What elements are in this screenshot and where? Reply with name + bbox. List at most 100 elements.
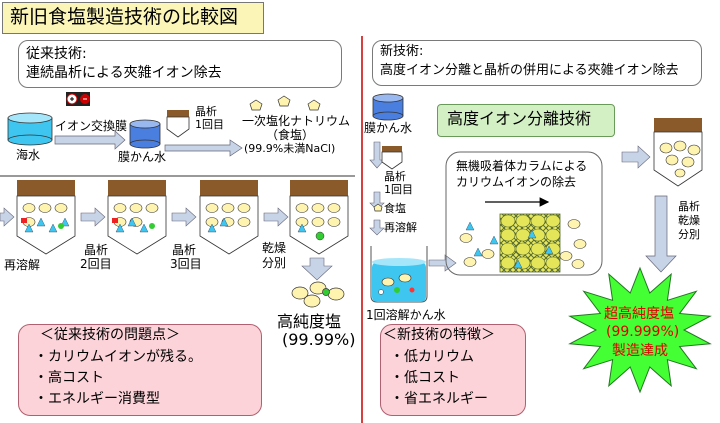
arrow-down-1	[369, 141, 385, 169]
adsorbent-bead	[530, 242, 546, 256]
arrow-down-to-result	[301, 257, 333, 281]
crystallizer-old-2	[107, 180, 167, 255]
old-tech-header	[18, 40, 342, 88]
brine-tank-old	[129, 119, 161, 149]
label-redissolve-old: 再溶解	[4, 258, 41, 272]
arrow-beaker-to-column	[428, 254, 457, 272]
high-purity-salt-crystals	[291, 281, 345, 308]
adsorbent-bead	[545, 228, 561, 242]
new-header-line2: 高度イオン分離と晶析の併用による夾雑イオン除去	[380, 63, 679, 78]
redissolved-beaker	[370, 246, 428, 303]
tech-label: 高度イオン分離技術	[447, 109, 592, 128]
ion-marker	[513, 259, 523, 269]
arrow-seawater-to-brine	[54, 130, 126, 150]
arrow-crystallizer-to-salt	[164, 139, 243, 157]
arrow-old-step-2	[171, 207, 197, 227]
label-cryst1-old-1: 晶析	[195, 105, 217, 118]
label-cryst-dry-2: 乾燥	[678, 214, 700, 227]
tech-label-box	[437, 104, 615, 137]
adsorbent-bead	[545, 214, 561, 228]
brine-tank-new	[372, 93, 404, 121]
crystallizer-small-new	[381, 146, 403, 170]
label-cryst-new-1: 晶析	[384, 170, 406, 183]
label-cryst3-1: 晶析	[172, 243, 197, 257]
burst-line3: 製造達成	[612, 343, 668, 359]
new-features-title: ＜新技術の特徴＞	[383, 327, 495, 343]
adsorbent-bead	[515, 214, 531, 228]
old-problems-title: ＜従来技術の問題点＞	[40, 327, 180, 343]
seawater-tank	[7, 112, 53, 146]
adsorbent-bead	[545, 256, 561, 270]
ion-marker	[465, 221, 475, 231]
label-seawater: 海水	[16, 148, 41, 162]
adsorbent-bead	[530, 214, 546, 228]
new-feature-3: ・省エネルギー	[390, 391, 488, 407]
adsorbent-bead	[530, 256, 546, 270]
label-cryst3-2: 3回目	[170, 257, 202, 271]
label-salt-new: 食塩	[384, 202, 406, 215]
arrow-down-3	[369, 219, 385, 236]
label-dry-1: 乾燥	[262, 241, 287, 255]
old-header-line2: 連続晶析による夾雑イオン除去	[26, 65, 222, 81]
new-feature-2: ・低コスト	[390, 370, 460, 386]
adsorbent-bead	[500, 242, 516, 256]
page-title-box	[2, 2, 264, 34]
new-feature-1: ・低カリウム	[390, 349, 474, 365]
adsorbent-bead	[500, 256, 516, 270]
salt-crystal	[567, 219, 581, 229]
crystallizer-old-4	[289, 180, 349, 255]
salt-crystal	[571, 259, 585, 269]
label-brine-new: 膜かん水	[364, 121, 413, 135]
label-redissolved-brine: 1回溶解かん水	[366, 308, 446, 322]
label-cryst1-old-2: 1回目	[195, 118, 224, 131]
salt-crystal	[459, 233, 473, 243]
achievement-burst	[568, 266, 712, 394]
adsorbent-bead	[500, 228, 516, 242]
label-primary-salt-1: 一次塩化ナトリウム	[242, 114, 351, 128]
label-primary-salt-2: （食塩）	[266, 128, 315, 142]
ion-marker	[544, 245, 554, 255]
arrow-into-old-beaker	[0, 207, 15, 227]
old-header-line1: 従来技術:	[26, 46, 87, 62]
label-dry-2: 分別	[262, 256, 287, 270]
old-problem-3: ・エネルギー消費型	[34, 391, 160, 407]
column-desc-1: 無機吸着体カラムによる	[456, 159, 588, 173]
burst-line2: (99.999%)	[606, 324, 680, 340]
burst-line1: 超高純度塩	[604, 306, 674, 322]
old-problems-box	[18, 324, 262, 416]
salt-crystal-small	[373, 203, 383, 212]
salt-crystal	[559, 251, 573, 261]
crystallizer-small-old	[166, 110, 190, 138]
ion-marker	[527, 229, 537, 239]
label-cryst2-2: 2回目	[80, 257, 112, 271]
arrow-down-to-burst	[645, 195, 677, 273]
label-result-2: (99.99%)	[282, 330, 356, 349]
salt-crystal	[463, 257, 477, 267]
column-box	[445, 151, 603, 276]
label-cryst-dry-1: 晶析	[678, 200, 700, 213]
new-tech-header	[372, 40, 702, 86]
new-header-line1: 新技術:	[380, 44, 424, 59]
label-primary-salt-3: (99.9%未満NaCl)	[244, 142, 336, 155]
adsorbent-bead	[515, 228, 531, 242]
final-crystallizer	[653, 118, 703, 187]
arrow-old-step-3	[263, 207, 289, 227]
primary-salt-crystals	[249, 95, 321, 111]
label-redissolve-new: 再溶解	[384, 221, 417, 234]
column-desc-2: カリウムイオンの除去	[456, 175, 577, 189]
page-title: 新旧食塩製造技術の比較図	[10, 6, 239, 28]
salt-crystal	[481, 249, 495, 259]
arrow-to-final-crystallizer	[621, 145, 651, 169]
new-features-box	[380, 324, 526, 416]
label-cryst-new-2: 1回目	[384, 183, 413, 196]
adsorbent-bead	[500, 214, 516, 228]
salt-crystal	[573, 239, 587, 249]
label-brine-old: 膜かん水	[118, 150, 167, 164]
label-cryst2-1: 晶析	[84, 243, 109, 257]
arrow-old-step-1	[80, 207, 106, 227]
ion-marker	[489, 235, 499, 245]
adsorbent-bead	[515, 242, 531, 256]
label-cryst-dry-3: 分別	[678, 228, 700, 241]
